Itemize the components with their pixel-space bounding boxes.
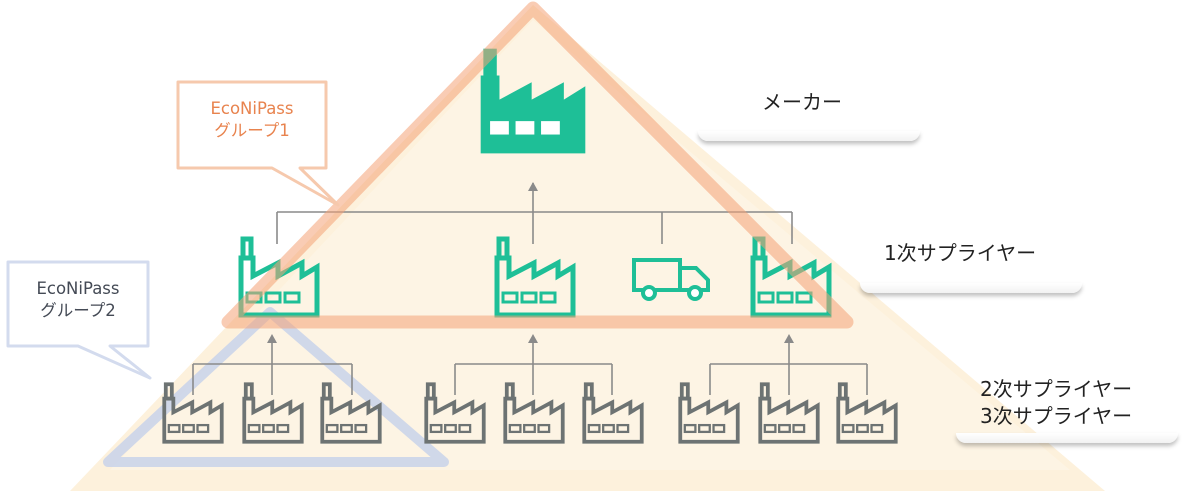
tier-label-tier2: 2次サプライヤー [980, 377, 1133, 401]
truck-icon [632, 258, 710, 301]
arrow-group-b [528, 334, 538, 343]
tier-label-tier1: 1次サプライヤー [884, 241, 1037, 265]
group2-callout-box [6, 260, 152, 380]
tier-label-tier3: 3次サプライヤー [980, 404, 1133, 428]
group2-callout-line1: EcoNiPass [36, 279, 120, 298]
tier1-label-bar [860, 283, 1082, 293]
tier23-label-bar [956, 433, 1178, 443]
maker-label-bar [698, 131, 920, 141]
group1-callout-box [176, 80, 340, 207]
arrow-group-a [267, 334, 277, 343]
arrow-to-maker [528, 182, 538, 191]
pyramid-inner-shade [110, 20, 1070, 470]
group2-triangle [103, 307, 449, 467]
tier-label-maker: メーカー [762, 90, 842, 114]
group2-callout: EcoNiPass グループ2 [10, 278, 146, 322]
group1-callout: EcoNiPass グループ1 [180, 98, 324, 142]
tier2-connectors [192, 340, 868, 395]
arrow-group-c [784, 334, 794, 343]
group2-callout-line2: グループ2 [40, 301, 116, 320]
group1-triangle [221, 1, 854, 329]
tier1-connectors [276, 183, 793, 244]
group1-callout-line1: EcoNiPass [210, 99, 294, 118]
group1-callout-line2: グループ1 [214, 121, 290, 140]
